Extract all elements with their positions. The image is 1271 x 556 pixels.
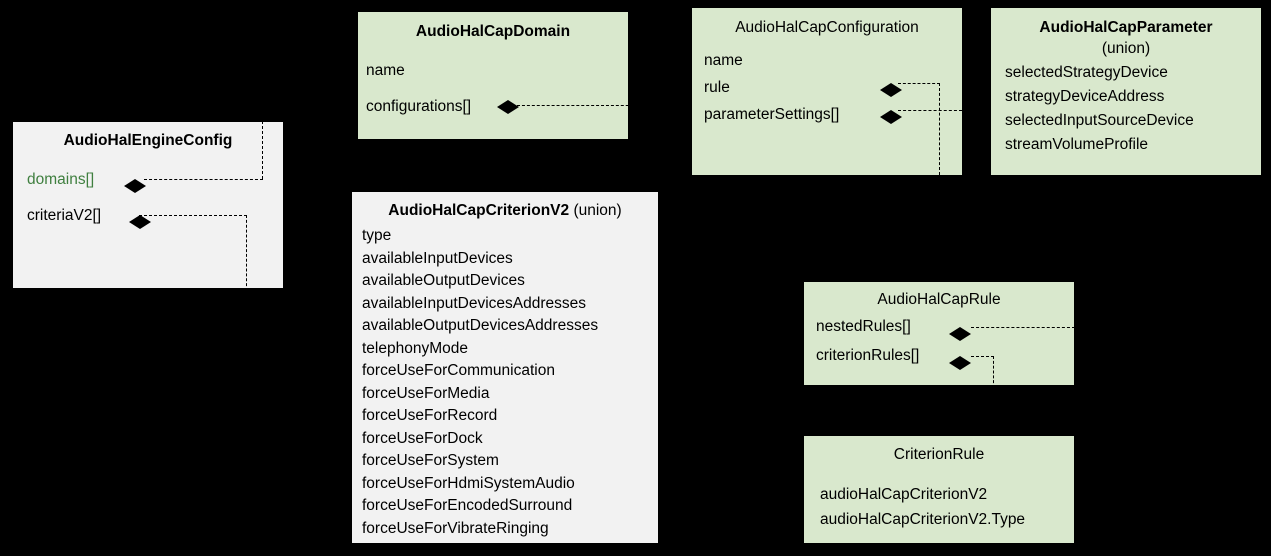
class-title-audio-hal-cap-domain: AudioHalCapDomain — [415, 23, 571, 40]
field-force-use-for-encoded-surround: forceUseForEncodedSurround — [362, 497, 573, 514]
field-domain-name: name — [366, 62, 405, 79]
connector-criterion-rules-vertical — [993, 355, 994, 385]
field-criteria-v2: criteriaV2[] — [27, 207, 102, 224]
connector-rule-vertical — [939, 83, 940, 175]
class-title-audio-hal-cap-rule: AudioHalCapRule — [877, 291, 1001, 308]
class-box-audio-hal-cap-configuration[interactable]: AudioHalCapConfiguration name rule param… — [692, 8, 962, 175]
connector-configurations-to-configuration — [517, 104, 693, 106]
field-available-output-devices: availableOutputDevices — [362, 272, 525, 289]
class-box-audio-hal-engine-config[interactable]: AudioHalEngineConfig domains[] criteriaV… — [13, 122, 283, 288]
class-title-audio-hal-engine-config: AudioHalEngineConfig — [63, 132, 233, 149]
class-box-criterion-rule[interactable]: CriterionRule audioHalCapCriterionV2 aud… — [804, 436, 1074, 543]
class-box-audio-hal-cap-domain[interactable]: AudioHalCapDomain name configurations[] — [358, 12, 628, 139]
field-configuration-name: name — [704, 52, 743, 69]
class-box-audio-hal-cap-criterion-v2[interactable]: AudioHalCapCriterionV2 (union) type avai… — [352, 192, 658, 543]
field-criterion-rules: criterionRules[] — [816, 347, 920, 364]
field-telephony-mode: telephonyMode — [362, 339, 468, 357]
class-subtitle-audio-hal-cap-parameter: (union) — [1101, 39, 1151, 57]
field-force-use-for-system: forceUseForSystem — [362, 452, 499, 469]
class-box-audio-hal-cap-rule[interactable]: AudioHalCapRule nestedRules[] criterionR… — [804, 282, 1074, 385]
composition-diamond-criterion-rules — [949, 356, 971, 370]
field-audio-hal-cap-criterion-v2-type: audioHalCapCriterionV2.Type — [820, 511, 1026, 528]
composition-diamond-configurations — [497, 100, 519, 114]
connector-criterion-rules-horizontal — [971, 355, 994, 357]
connector-criteria-horizontal — [139, 215, 247, 216]
field-domains: domains[] — [27, 171, 95, 188]
class-title-union-suffix: (union) — [573, 202, 622, 219]
field-force-use-for-dock: forceUseForDock — [362, 429, 483, 447]
field-parameter-settings: parameterSettings[] — [704, 106, 840, 123]
class-title-criterion-rule: CriterionRule — [893, 446, 985, 463]
class-title-audio-hal-cap-configuration: AudioHalCapConfiguration — [735, 19, 919, 36]
field-available-input-devices: availableInputDevices — [362, 249, 513, 267]
field-force-use-for-hdmi-system-audio: forceUseForHdmiSystemAudio — [362, 474, 575, 492]
field-force-use-for-record: forceUseForRecord — [362, 407, 498, 424]
connector-domains-vertical — [262, 122, 263, 179]
field-force-use-for-communication: forceUseForCommunication — [362, 362, 555, 379]
connector-domains-horizontal — [144, 179, 263, 180]
field-selected-input-source-device: selectedInputSourceDevice — [1005, 112, 1194, 129]
composition-diamond-domains — [124, 179, 146, 193]
composition-diamond-criteria-v2 — [129, 215, 151, 229]
field-nested-rules: nestedRules[] — [816, 318, 911, 335]
composition-diamond-rule — [880, 83, 902, 97]
field-force-use-for-vibrate-ringing: forceUseForVibrateRinging — [362, 519, 549, 537]
criterion-field-list: type availableInputDevices availableOutp… — [362, 228, 598, 543]
class-title-audio-hal-cap-parameter: AudioHalCapParameter — [1039, 19, 1213, 36]
field-audio-hal-cap-criterion-v2: audioHalCapCriterionV2 — [820, 486, 988, 503]
connector-nested-rules-horizontal — [971, 326, 1074, 328]
field-rule: rule — [704, 79, 730, 96]
connector-parameter-settings-to-parameter — [960, 109, 993, 111]
field-strategy-device-address: strategyDeviceAddress — [1005, 88, 1165, 105]
field-force-use-for-media: forceUseForMedia — [362, 384, 490, 402]
composition-diamond-parameter-settings — [880, 110, 902, 124]
field-selected-strategy-device: selectedStrategyDevice — [1005, 64, 1168, 81]
class-title-text: AudioHalCapCriterionV2 — [388, 202, 570, 219]
connector-rule-horizontal — [898, 83, 940, 84]
field-available-input-devices-addresses: availableInputDevicesAddresses — [362, 294, 587, 312]
field-available-output-devices-addresses: availableOutputDevicesAddresses — [362, 317, 599, 334]
connector-parameter-settings-horizontal-inner — [898, 110, 962, 111]
class-box-audio-hal-cap-parameter[interactable]: AudioHalCapParameter (union) selectedStr… — [991, 8, 1261, 175]
field-stream-volume-profile: streamVolumeProfile — [1005, 136, 1149, 153]
connector-criteria-vertical — [246, 215, 247, 288]
class-title-audio-hal-cap-criterion-v2: AudioHalCapCriterionV2 (union) — [352, 201, 658, 222]
field-configurations: configurations[] — [366, 98, 472, 115]
field-type: type — [362, 227, 392, 244]
composition-diamond-nested-rules — [949, 327, 971, 341]
